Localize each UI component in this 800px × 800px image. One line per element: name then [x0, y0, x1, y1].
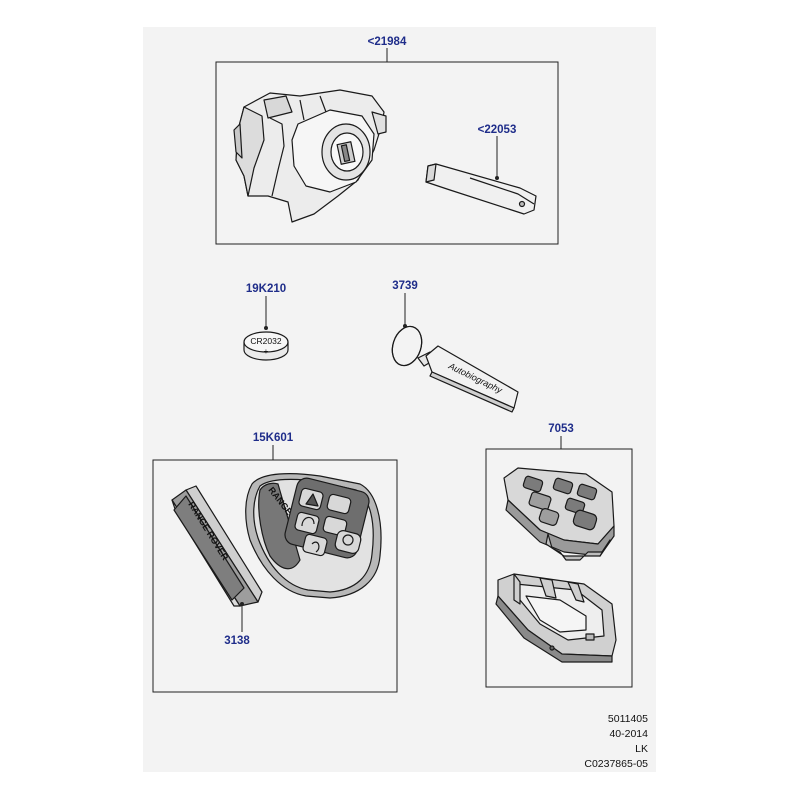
keypad-shell: [503, 467, 615, 561]
footer-part-number: 5011405: [607, 713, 648, 725]
footer-drawing-id: C0237865-05: [584, 758, 648, 770]
unlock-icon: [301, 516, 315, 527]
button-tailgate: [294, 511, 320, 535]
callout-key-cover[interactable]: 3138: [224, 635, 250, 647]
button-unlock: [326, 493, 352, 515]
callout-smart-key[interactable]: 15K601: [253, 432, 294, 444]
key-blade: [425, 163, 537, 215]
key-cover-leader-dot: [240, 602, 244, 606]
ignition-lock-housing: [233, 89, 387, 223]
battery-leader-dot: [264, 326, 268, 330]
callout-keyring[interactable]: 3739: [392, 280, 418, 292]
callout-key-blade[interactable]: <22053: [478, 124, 517, 136]
key-cover: RANGE ROVER: [171, 485, 263, 607]
smart-key-fob: RANGE ROVER: [245, 473, 382, 599]
callout-key-case[interactable]: 7053: [548, 423, 574, 435]
key-case-shell: [495, 573, 617, 663]
battery-polarity-label: +: [264, 347, 269, 356]
alarm-icon: [342, 534, 354, 546]
smart-key-group-box: [152, 459, 398, 693]
footer-date-code: 40-2014: [609, 728, 648, 740]
button-lights: [302, 533, 328, 557]
headlight-icon: [311, 541, 320, 553]
callout-ignition-assembly[interactable]: <21984: [368, 36, 407, 48]
keyring-fob: Autobiography: [391, 325, 519, 413]
lock-triangle-icon: [305, 493, 319, 507]
footer-initials: LK: [635, 743, 648, 755]
button-alarm: [334, 530, 362, 554]
battery-type-label: CR2032: [250, 336, 281, 346]
key-case-group-box: [485, 448, 633, 688]
callout-battery[interactable]: 19K210: [246, 283, 286, 295]
coin-battery: CR2032 +: [243, 331, 289, 361]
key-blade-leader-dot: [495, 176, 499, 180]
